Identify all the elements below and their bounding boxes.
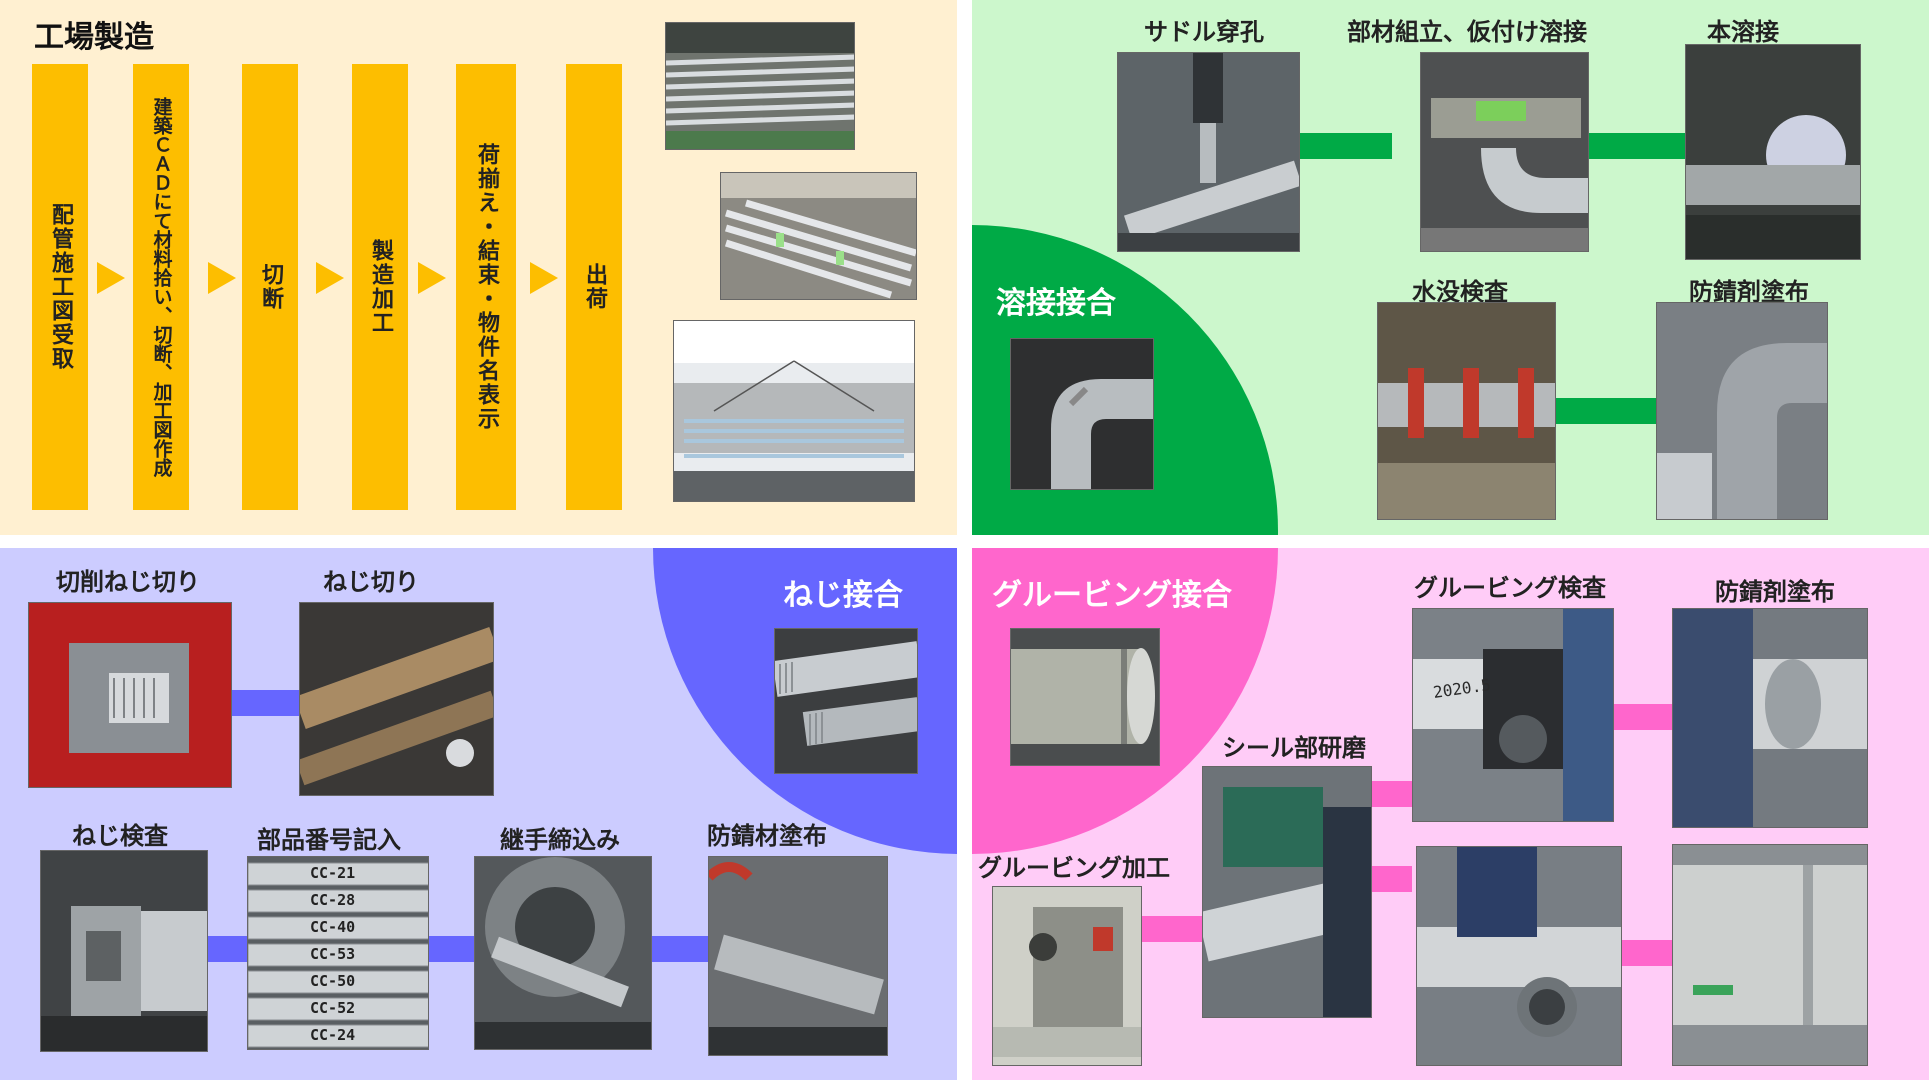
saddle-drilling-photo	[1117, 52, 1300, 252]
fitting-label: 継手締込み	[500, 826, 620, 854]
flow-connector	[208, 936, 248, 962]
flow-connector	[1372, 781, 1412, 807]
flow-connector	[1589, 133, 1685, 159]
part-number-tag: CC-53	[310, 945, 356, 963]
groove-process-label: グルービング加工	[978, 854, 1170, 882]
flow-step-4: 製造加工	[352, 64, 408, 510]
grooved-title: グルービング接合	[992, 578, 1232, 613]
water-test-label: 水没検査	[1412, 278, 1508, 306]
flow-connector	[428, 936, 474, 962]
groove-inspect-label: グルービング検査	[1414, 574, 1606, 602]
weld-rust-photo	[1656, 302, 1828, 520]
flow-connector	[1556, 398, 1672, 424]
part-number-tag: CC-40	[310, 918, 356, 936]
saddle-label: サドル穿孔	[1144, 18, 1264, 46]
grooved-panel: グルービング接合 グルービング検査 防錆剤塗布 シール部研磨 グルービング加工 …	[972, 548, 1929, 1080]
factory-title: 工場製造	[34, 20, 154, 55]
part-number-photo: CC-21 CC-28 CC-40 CC-53 CC-50 CC-52 CC-2…	[247, 856, 429, 1050]
groove-rust-photo-bottom-right	[1672, 844, 1868, 1066]
part-number-tag: CC-21	[310, 864, 356, 882]
assembly-photo	[1420, 52, 1589, 252]
main-weld-label: 本溶接	[1707, 18, 1779, 46]
flow-step-label: 切断	[258, 263, 283, 311]
flow-step-6: 出荷	[566, 64, 622, 510]
welding-title: 溶接接合	[996, 286, 1116, 321]
flow-arrow	[97, 262, 125, 294]
flow-step-label: 製造加工	[368, 239, 393, 335]
flow-step-label: 出荷	[582, 263, 607, 311]
thread-photo	[299, 602, 494, 796]
flow-step-label: 配管施工図受取	[48, 203, 73, 371]
groove-process-photo	[992, 886, 1142, 1066]
thread-inspect-label: ねじ検査	[72, 822, 168, 850]
threaded-panel: ねじ接合 切削ねじ切り ねじ切り ねじ検査 部品番号記入 継手締込み 防錆材塗布	[0, 548, 957, 1080]
thread-rust-label: 防錆材塗布	[707, 822, 827, 850]
pipe-rack-photo	[665, 22, 855, 150]
flow-step-label: 建築ＣＡＤにて材料拾い、切断、加工図作成	[150, 97, 173, 477]
flow-arrow	[208, 262, 236, 294]
flow-step-3: 切断	[242, 64, 298, 510]
flow-connector	[1142, 916, 1202, 942]
flow-arrow	[530, 262, 558, 294]
threaded-title: ねじ接合	[783, 578, 903, 613]
groove-rust-photo-top	[1672, 608, 1868, 828]
weld-rust-label: 防錆剤塗布	[1689, 278, 1809, 306]
assembly-label: 部材組立、仮付け溶接	[1347, 18, 1587, 46]
thread-inspect-photo	[40, 850, 208, 1052]
flow-step-2: 建築ＣＡＤにて材料拾い、切断、加工図作成	[133, 64, 189, 510]
groove-inspect-photo: 2020.5	[1412, 608, 1614, 822]
main-weld-photo	[1685, 44, 1861, 260]
flow-step-label: 荷揃え・結束・物件名表示	[474, 143, 499, 431]
threaded-pipe-photo	[774, 628, 918, 774]
part-number-tag: CC-24	[310, 1026, 356, 1044]
pipe-bundle-photo	[720, 172, 917, 300]
flow-step-5: 荷揃え・結束・物件名表示	[456, 64, 516, 510]
cut-thread-photo	[28, 602, 232, 788]
seal-polish-photo	[1202, 766, 1372, 1018]
flow-connector	[1372, 866, 1412, 892]
seal-polish-label: シール部研磨	[1222, 734, 1366, 762]
crane-lifting-photo	[673, 320, 915, 502]
flow-connector	[1622, 940, 1672, 966]
water-test-photo	[1377, 302, 1556, 520]
thread-label: ねじ切り	[323, 568, 419, 596]
flow-connector	[231, 690, 299, 716]
flow-connector	[1614, 704, 1672, 730]
thread-rust-photo	[708, 856, 888, 1056]
part-number-tag: CC-52	[310, 999, 356, 1017]
groove-rust-photo-bottom-left	[1416, 846, 1622, 1066]
flow-connector	[1300, 133, 1392, 159]
groove-rust-label: 防錆剤塗布	[1715, 578, 1835, 606]
part-number-tag: CC-50	[310, 972, 356, 990]
grooved-pipe-photo	[1010, 628, 1160, 766]
fitting-photo	[474, 856, 652, 1050]
flow-step-1: 配管施工図受取	[32, 64, 88, 510]
part-number-tag: CC-28	[310, 891, 356, 909]
flow-arrow	[418, 262, 446, 294]
welding-panel: 溶接接合 サドル穿孔 部材組立、仮付け溶接 本溶接 水没検査 防錆剤塗布	[972, 0, 1929, 535]
flow-arrow	[316, 262, 344, 294]
part-number-label: 部品番号記入	[257, 826, 401, 854]
cut-thread-label: 切削ねじ切り	[56, 568, 200, 596]
flow-connector	[652, 936, 708, 962]
welded-elbow-photo	[1010, 338, 1154, 490]
factory-panel: 工場製造 配管施工図受取 建築ＣＡＤにて材料拾い、切断、加工図作成 切断 製造加…	[0, 0, 957, 535]
